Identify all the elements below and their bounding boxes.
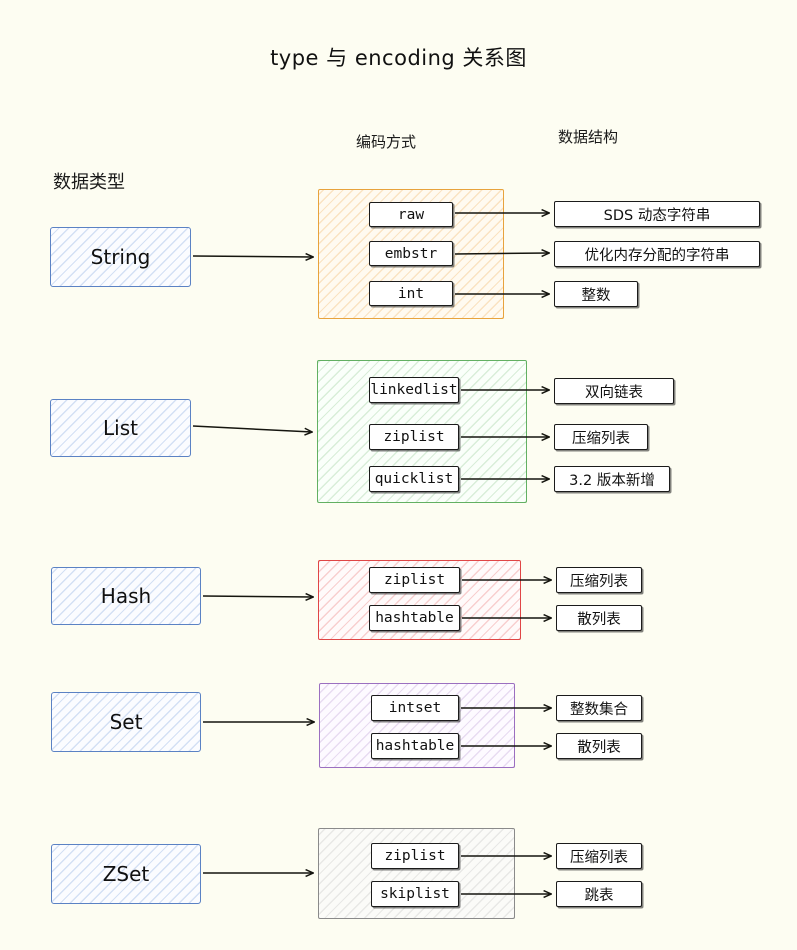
encoding-box-quicklist[interactable]: quicklist xyxy=(369,466,459,492)
type-box-label: ZSet xyxy=(102,862,150,886)
structure-box-sds[interactable]: SDS 动态字符串 xyxy=(554,201,760,227)
column-header-data-type: 数据类型 xyxy=(53,172,125,193)
encoding-label: raw xyxy=(397,206,425,223)
structure-label: 压缩列表 xyxy=(572,430,630,447)
structure-label: 优化内存分配的字符串 xyxy=(584,247,730,264)
structure-label: 整数集合 xyxy=(570,701,628,718)
type-box-label: String xyxy=(90,245,151,269)
encoding-box-ziplist-zset[interactable]: ziplist xyxy=(371,843,459,869)
type-box-label: List xyxy=(103,416,138,440)
structure-box-embstr-string[interactable]: 优化内存分配的字符串 xyxy=(554,241,760,267)
structure-label: 整数 xyxy=(581,287,611,304)
structure-label: 双向链表 xyxy=(585,384,643,401)
type-box-label: Hash xyxy=(100,584,152,608)
arrow-string-to-group xyxy=(192,256,313,257)
encoding-label: ziplist xyxy=(383,572,446,588)
encoding-label: int xyxy=(397,285,425,302)
encoding-label: hashtable xyxy=(375,738,455,754)
encoding-box-ziplist-list[interactable]: ziplist xyxy=(369,424,459,450)
structure-box-compressed-list-zset[interactable]: 压缩列表 xyxy=(556,843,642,869)
encoding-label: intset xyxy=(388,700,442,716)
structure-box-version-32-added[interactable]: 3.2 版本新增 xyxy=(554,466,670,492)
column-header-data-structure: 数据结构 xyxy=(558,128,619,146)
type-box-zset[interactable]: ZSet xyxy=(51,844,201,904)
structure-box-doubly-linked-list[interactable]: 双向链表 xyxy=(554,378,674,404)
type-box-string[interactable]: String xyxy=(50,227,191,287)
encoding-label: skiplist xyxy=(380,886,450,902)
encoding-box-embstr[interactable]: embstr xyxy=(369,241,453,266)
encoding-label: quicklist xyxy=(374,471,454,487)
encoding-label: embstr xyxy=(384,245,438,262)
encoding-box-hashtable-hash[interactable]: hashtable xyxy=(369,605,460,631)
structure-box-skip-list[interactable]: 跳表 xyxy=(556,881,642,907)
structure-box-hash-table-hash[interactable]: 散列表 xyxy=(556,605,642,631)
encoding-box-intset[interactable]: intset xyxy=(371,695,459,721)
structure-box-integer[interactable]: 整数 xyxy=(554,281,638,307)
type-box-label: Set xyxy=(109,710,143,734)
structure-box-hash-table-set[interactable]: 散列表 xyxy=(556,733,642,759)
encoding-label: hashtable xyxy=(375,610,454,626)
structure-label: 散列表 xyxy=(577,611,621,628)
page-title: type 与 encoding 关系图 xyxy=(270,46,527,70)
structure-label: 散列表 xyxy=(577,739,621,756)
structure-box-compressed-list-list[interactable]: 压缩列表 xyxy=(554,424,648,450)
encoding-label: ziplist xyxy=(384,848,446,864)
structure-box-compressed-list-hash[interactable]: 压缩列表 xyxy=(556,567,642,593)
encoding-box-raw[interactable]: raw xyxy=(369,202,453,227)
type-box-set[interactable]: Set xyxy=(51,692,201,752)
arrow-list-to-group xyxy=(192,425,312,432)
structure-label: 压缩列表 xyxy=(570,573,628,590)
structure-label: 压缩列表 xyxy=(570,849,628,866)
structure-label: 3.2 版本新增 xyxy=(569,472,655,489)
encoding-box-skiplist[interactable]: skiplist xyxy=(371,881,459,907)
encoding-box-ziplist-hash[interactable]: ziplist xyxy=(369,567,460,593)
encoding-label: linkedlist xyxy=(370,382,458,398)
structure-label: 跳表 xyxy=(584,887,614,904)
arrow-hash-to-group xyxy=(202,596,313,597)
encoding-label: ziplist xyxy=(383,429,445,445)
encoding-box-hashtable-set[interactable]: hashtable xyxy=(371,733,459,759)
column-header-encoding: 编码方式 xyxy=(356,133,417,151)
type-box-list[interactable]: List xyxy=(50,399,191,457)
structure-box-integer-set[interactable]: 整数集合 xyxy=(556,695,642,721)
type-box-hash[interactable]: Hash xyxy=(51,567,201,625)
encoding-box-linkedlist[interactable]: linkedlist xyxy=(369,377,459,403)
encoding-box-int[interactable]: int xyxy=(369,281,453,306)
structure-label: SDS 动态字符串 xyxy=(603,207,711,224)
